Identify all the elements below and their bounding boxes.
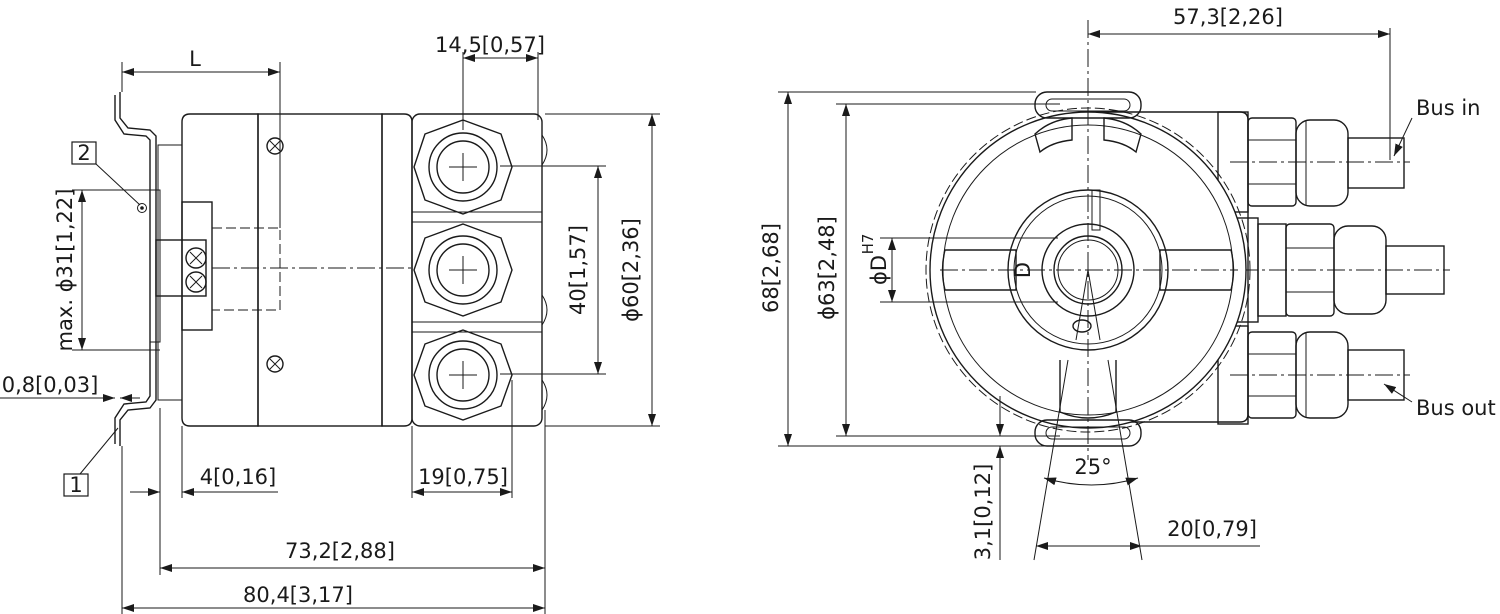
callout-2: 2 — [71, 141, 141, 206]
dim-flange-thickness-label: 4[0,16] — [200, 465, 277, 489]
dim-connector-width: 19[0,75] — [411, 380, 513, 498]
dim-L-label: L — [189, 47, 201, 71]
dim-connector-pitch-label: 40[1,57] — [566, 225, 590, 315]
dim-shaft-diameter: max. ϕ31[1,22] — [53, 189, 160, 352]
dim-housing-diameter: ϕ60[2,36] — [545, 113, 660, 427]
dim-flange-thickness: 4[0,16] — [130, 408, 278, 575]
dim-slot-depth: 3,1[0,12] — [971, 396, 1060, 560]
label-bus-in: Bus in — [1393, 96, 1480, 157]
dim-front-width: 57,3[2,26] — [1088, 5, 1391, 160]
dim-L: L — [121, 47, 281, 228]
clamp-screw-bottom — [185, 271, 207, 293]
dim-length-short-label: 73,2[2,88] — [285, 539, 395, 563]
cable-gland-top — [1217, 111, 1410, 213]
dim-front-height-label: 68[2,68] — [759, 223, 783, 313]
label-bus-out: Bus out — [1383, 383, 1496, 420]
dim-slot-width: 20[0,79] — [1036, 517, 1260, 550]
dim-length-total-label: 80,4[3,17] — [243, 583, 353, 607]
housing — [181, 113, 413, 427]
bus-cover — [411, 113, 548, 427]
dim-front-width-label: 57,3[2,26] — [1173, 5, 1283, 29]
callout-1-label: 1 — [69, 473, 82, 497]
connector-top-icon — [413, 119, 513, 215]
clamp-screw-top — [185, 247, 207, 269]
bus-in-label: Bus in — [1416, 96, 1480, 120]
dim-slot-width-label: 20[0,79] — [1167, 517, 1257, 541]
callout-2-label: 2 — [77, 141, 90, 165]
dim-housing-diameter-label: ϕ60[2,36] — [619, 218, 643, 322]
dim-sheet-thickness-label: 0,8[0,03] — [2, 373, 99, 397]
bus-out-label: Bus out — [1416, 396, 1496, 420]
dim-bore-tolerance: H7 — [859, 234, 877, 255]
front-view: 57,3[2,26] 68[2,68] ϕ63[2,48] ϕD H7 D — [759, 5, 1496, 560]
cable-gland-bottom — [1217, 325, 1410, 425]
callout-1: 1 — [63, 427, 119, 497]
dim-angle-label: 25° — [1074, 455, 1111, 479]
dim-front-diameter-label: ϕ63[2,48] — [815, 216, 839, 320]
mounting-bracket — [114, 92, 161, 446]
bracket-screw-icon — [137, 203, 147, 213]
dim-bore: ϕD H7 D — [859, 234, 1058, 303]
dim-sheet-thickness: 0,8[0,03] — [0, 373, 140, 402]
dim-front-height: 68[2,68] — [759, 91, 1036, 447]
dim-connector-pitch: 40[1,57] — [500, 165, 606, 375]
connector-middle-icon — [413, 223, 513, 317]
dim-front-diameter: ϕ63[2,48] — [815, 103, 1060, 437]
bore-label: D — [1011, 262, 1035, 278]
dim-length-total: 80,4[3,17] — [121, 446, 546, 614]
dim-connector-offset-label: 14,5[0,57] — [435, 33, 545, 57]
cable-gland-middle — [1227, 217, 1450, 323]
housing-screw-icon — [266, 355, 284, 373]
dim-bore-label: ϕD — [867, 255, 891, 285]
encoder-body — [925, 20, 1251, 460]
side-view: L 14,5[0,57] max. ϕ31[1,22] 0,8[0,03] — [0, 33, 660, 614]
dim-length-short: 73,2[2,88] — [160, 410, 546, 578]
connector-bottom-icon — [413, 329, 513, 421]
dim-connector-width-label: 19[0,75] — [418, 465, 508, 489]
dim-connector-offset: 14,5[0,57] — [435, 33, 545, 130]
dim-shaft-diameter-label: max. ϕ31[1,22] — [53, 189, 77, 352]
flange — [155, 144, 213, 401]
housing-screw-icon — [266, 137, 284, 155]
dim-slot-depth-label: 3,1[0,12] — [971, 464, 995, 561]
dim-angle: 25° — [1033, 359, 1143, 561]
